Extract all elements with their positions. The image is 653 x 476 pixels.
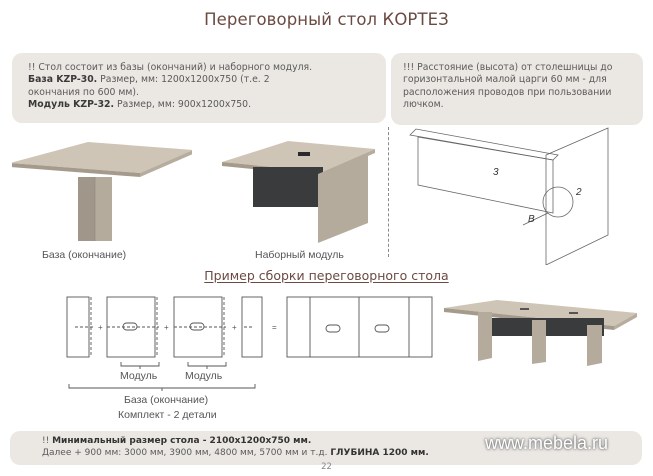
page-number: 22 bbox=[321, 462, 332, 472]
base-spec: База KZP-30. Размер, мм: 1200x1200x750 (… bbox=[28, 74, 370, 86]
equals-sign: = bbox=[272, 323, 277, 332]
kit-label: Комплект - 2 детали bbox=[118, 409, 217, 421]
module-spec: Модуль KZP-32. Размер, мм: 900x1200x750. bbox=[28, 99, 370, 111]
base-table-image bbox=[12, 142, 192, 241]
depth-text: ГЛУБИНА 1200 мм. bbox=[330, 448, 429, 458]
module-caption: Наборный модуль bbox=[255, 249, 344, 261]
watermark: www.mebela.ru bbox=[485, 433, 609, 453]
page-title: Переговорный стол КОРТЕЗ bbox=[204, 10, 449, 29]
module-image bbox=[222, 141, 375, 243]
assembly-example-title: Пример сборки переговорного стола bbox=[204, 268, 449, 283]
min-size-text: Минимальный размер стола - 2100x1200x750… bbox=[52, 436, 312, 446]
composition-intro: !! Стол состоит из базы (окончаний) и на… bbox=[28, 62, 313, 73]
base-spec-continued: окончания по 600 мм). bbox=[28, 86, 139, 98]
size-steps-text: Далее + 900 мм: 3000 мм, 3900 мм, 4800 м… bbox=[42, 448, 331, 458]
base-spec-label: База KZP-30. bbox=[28, 74, 98, 86]
base-spec-text: Размер, мм: 1200x1200x750 (т.е. 2 bbox=[97, 74, 270, 86]
assembled-table-image bbox=[444, 300, 637, 366]
size-steps-line: Далее + 900 мм: 3000 мм, 3900 мм, 4800 м… bbox=[42, 447, 642, 459]
plus-sign: + bbox=[232, 323, 237, 332]
part-label-2: 2 bbox=[575, 187, 582, 198]
min-size-prefix: !! bbox=[42, 436, 53, 446]
composition-note: !! Стол состоит из базы (окончаний) и на… bbox=[12, 53, 386, 123]
height-note: !!! Расстояние (высота) от столешницы до… bbox=[391, 53, 643, 125]
assembly-drawing: 3 2 B bbox=[409, 127, 609, 265]
assembly-schematic: + + + = Модуль Модуль База (окончание) К… bbox=[66, 296, 433, 421]
part-label-3: 3 bbox=[493, 167, 499, 178]
module-label-2: Модуль bbox=[185, 370, 223, 382]
footer-note: !! Минимальный размер стола - 2100x1200x… bbox=[10, 431, 642, 465]
dashed-divider bbox=[388, 127, 389, 257]
min-size-line: !! Минимальный размер стола - 2100x1200x… bbox=[42, 435, 642, 447]
module-spec-label: Модуль KZP-32. bbox=[28, 99, 115, 111]
base-table-caption: База (окончание) bbox=[42, 249, 127, 261]
module-spec-text: Размер, мм: 900x1200x750. bbox=[114, 99, 252, 111]
plus-sign: + bbox=[98, 323, 103, 332]
part-label-b: B bbox=[528, 214, 535, 225]
height-note-text: !!! Расстояние (высота) от столешницы до… bbox=[403, 62, 613, 111]
plus-sign: + bbox=[164, 323, 169, 332]
module-label-1: Модуль bbox=[120, 370, 158, 382]
base-label: База (окончание) bbox=[124, 394, 208, 406]
